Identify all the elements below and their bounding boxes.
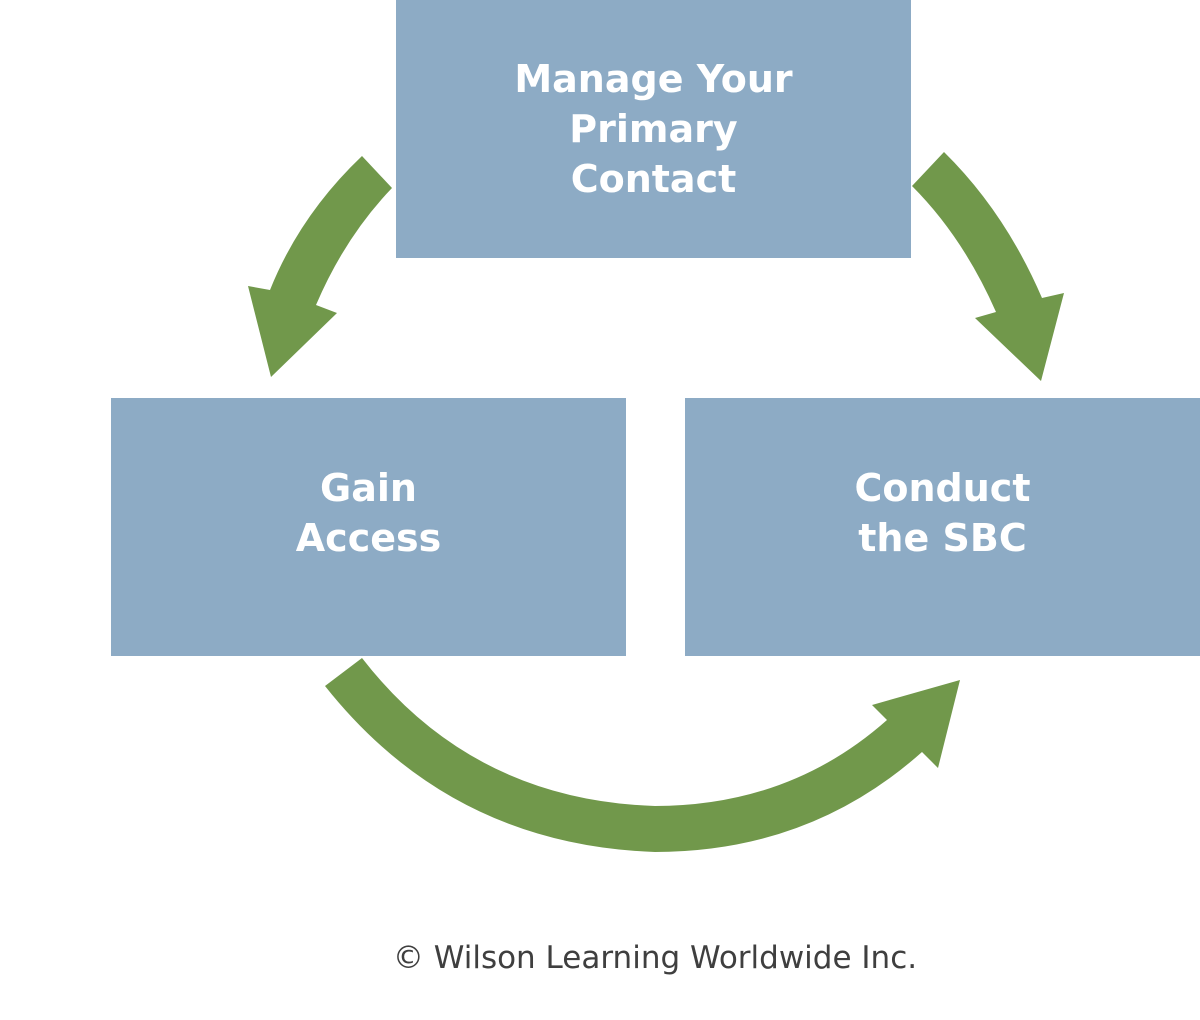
box-gain-access: Gain Access bbox=[111, 398, 626, 656]
arrow-left-to-right bbox=[325, 658, 960, 852]
arrow-top-to-left bbox=[248, 156, 392, 377]
copyright-text: © Wilson Learning Worldwide Inc. bbox=[392, 940, 918, 976]
box-conduct-sbc: Conduct the SBC bbox=[685, 398, 1200, 656]
box-label-manage-primary-contact: Manage Your Primary Contact bbox=[514, 57, 793, 201]
box-label-gain-access: Gain Access bbox=[295, 466, 442, 560]
box-manage-primary-contact: Manage Your Primary Contact bbox=[396, 0, 911, 258]
arrow-top-to-right bbox=[912, 152, 1064, 381]
box-label-conduct-sbc: Conduct the SBC bbox=[854, 466, 1031, 560]
